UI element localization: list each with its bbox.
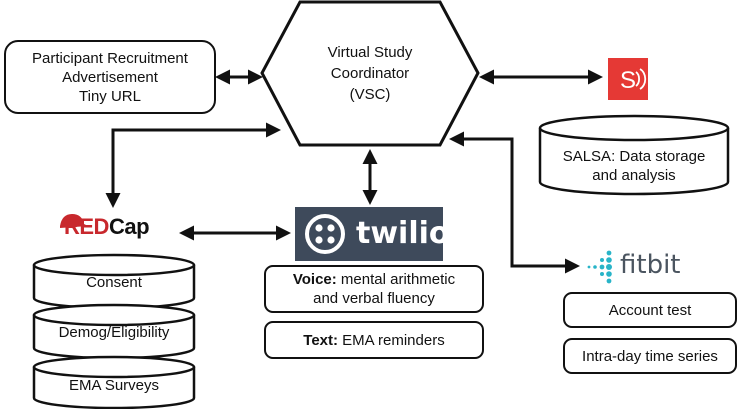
- twilio-voice-text-2: and verbal fluency: [313, 290, 435, 307]
- recruitment-line-2: Advertisement: [62, 68, 158, 86]
- vsc-line-3: (VSC): [349, 86, 391, 103]
- redcap-item-ema: EMA Surveys: [68, 377, 160, 394]
- redcap-logo-red: RED: [64, 214, 109, 239]
- fitbit-intraday-box: Intra-day time series: [563, 338, 737, 374]
- salsa-line-1: SALSA: Data storage: [562, 148, 706, 165]
- twilio-voice-box: Voice: mental arithmetic and verbal flue…: [264, 265, 484, 313]
- salsa-logo-letter: S: [620, 67, 636, 94]
- redcap-item-demog: Demog/Eligibility: [58, 324, 170, 341]
- recruitment-line-1: Participant Recruitment: [32, 49, 188, 67]
- fitbit-account-test-box: Account test: [563, 292, 737, 328]
- arrow-vsc-redcap: [105, 122, 281, 208]
- salsa-database-cylinder: [538, 114, 730, 196]
- twilio-voice-label: Voice:: [292, 271, 337, 288]
- twilio-text-line: Text: EMA reminders: [303, 331, 444, 350]
- twilio-text-text: EMA reminders: [342, 331, 445, 349]
- recruitment-line-3: Tiny URL: [79, 87, 141, 105]
- redcap-logo-dark: Cap: [108, 214, 150, 239]
- arrow-vsc-fitbit: [449, 131, 580, 274]
- twilio-voice-line-1: Voice: mental arithmetic: [293, 270, 455, 289]
- redcap-logo: REDCap: [64, 214, 150, 240]
- twilio-text-box: Text: EMA reminders: [264, 321, 484, 359]
- fitbit-logo-text: fitbit: [620, 250, 681, 280]
- recruitment-box: Participant Recruitment Advertisement Ti…: [4, 40, 216, 114]
- vsc-line-2: Coordinator: [330, 65, 410, 82]
- redcap-hat-icon: [60, 214, 88, 228]
- vsc-line-1: Virtual Study: [327, 44, 413, 61]
- twilio-voice-text-1: mental arithmetic: [340, 271, 456, 288]
- salsa-label: SALSA: Data storage and analysis: [545, 147, 723, 185]
- redcap-cylinder-ema: [32, 355, 196, 409]
- redcap-item-consent: Consent: [86, 274, 142, 291]
- salsa-logo-icon: S: [608, 58, 648, 100]
- fitbit-logo-icon: [587, 250, 612, 284]
- redcap-cylinder-demog: [32, 303, 196, 360]
- twilio-text-label: Text:: [303, 331, 338, 349]
- vsc-label: Virtual Study Coordinator (VSC): [290, 42, 450, 105]
- salsa-line-2: and analysis: [592, 167, 676, 184]
- twilio-logo-text: twilio: [356, 216, 450, 251]
